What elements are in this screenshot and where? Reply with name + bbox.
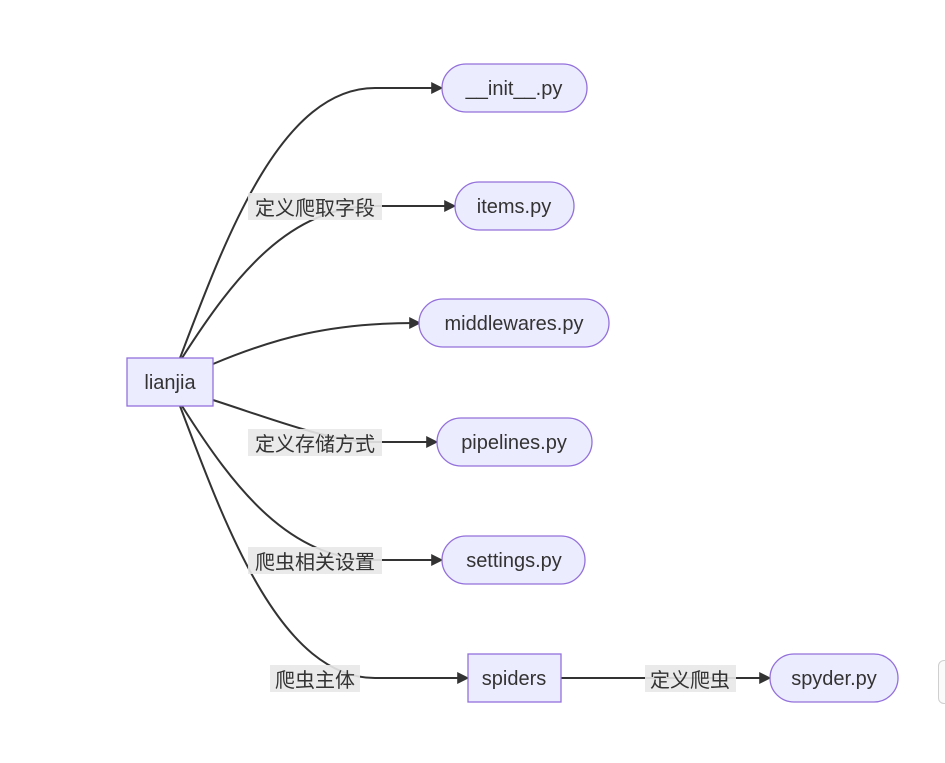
- edges: [179, 82, 772, 684]
- node-middlewares-label: middlewares.py: [445, 313, 584, 335]
- node-lianjia-label: lianjia: [144, 372, 196, 394]
- node-middlewares[interactable]: middlewares.py: [418, 298, 610, 348]
- node-spiders[interactable]: spiders: [467, 653, 562, 703]
- edge-label-spyder: 定义爬虫: [645, 665, 736, 692]
- node-pipelines-label: pipelines.py: [461, 432, 567, 454]
- edge-label-spyder-text: 定义爬虫: [650, 668, 730, 692]
- node-init-label: __init__.py: [465, 78, 563, 100]
- edge-label-spiders-text: 爬虫主体: [275, 668, 355, 692]
- edge-label-pipelines: 定义存储方式: [248, 429, 382, 456]
- nodes: lianjia __init__.py items.py middlewares…: [126, 63, 899, 703]
- node-items[interactable]: items.py: [454, 181, 575, 231]
- edge-lianjia-middlewares: [212, 317, 422, 365]
- side-panel-tab[interactable]: [938, 660, 945, 704]
- edge-label-spiders: 爬虫主体: [270, 665, 360, 692]
- edge-label-items: 定义爬取字段: [248, 193, 382, 220]
- edge-label-pipelines-text: 定义存储方式: [255, 432, 375, 456]
- node-settings[interactable]: settings.py: [441, 535, 586, 585]
- node-items-label: items.py: [477, 196, 551, 218]
- edge-labels: 定义爬取字段 定义存储方式 爬虫相关设置 爬虫主体 定义爬虫: [248, 193, 736, 692]
- node-spyder[interactable]: spyder.py: [769, 653, 899, 703]
- node-init[interactable]: __init__.py: [441, 63, 588, 113]
- edge-label-settings-text: 爬虫相关设置: [255, 550, 375, 574]
- edge-label-settings: 爬虫相关设置: [248, 547, 382, 574]
- node-lianjia[interactable]: lianjia: [126, 357, 214, 407]
- edge-label-items-text: 定义爬取字段: [255, 196, 375, 220]
- node-spyder-label: spyder.py: [791, 668, 877, 690]
- edge-lianjia-init: [179, 82, 444, 359]
- node-spiders-label: spiders: [482, 668, 546, 690]
- node-pipelines[interactable]: pipelines.py: [436, 417, 593, 467]
- node-settings-label: settings.py: [466, 550, 562, 572]
- edge-lianjia-items: [181, 200, 457, 359]
